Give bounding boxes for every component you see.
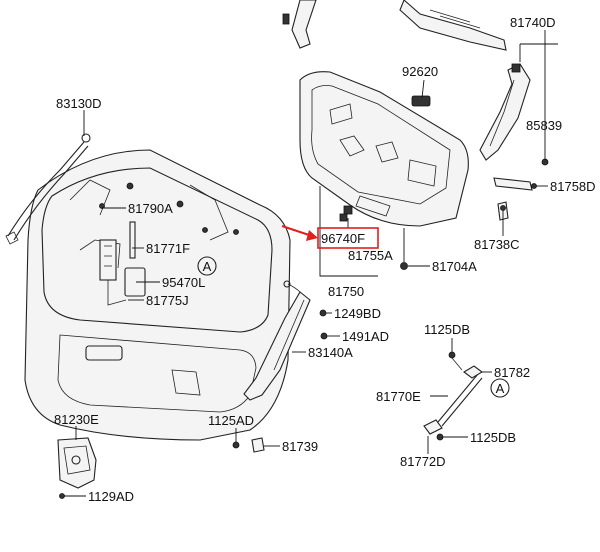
label-81750: 81750 xyxy=(328,284,364,299)
latch-mechanism xyxy=(99,221,146,306)
leader-lines xyxy=(64,30,558,497)
label-1125AD: 1125AD xyxy=(208,413,254,428)
label-81772D: 81772D xyxy=(400,454,446,469)
label-1125DB-bottom: 1125DB xyxy=(470,430,516,445)
tailgate-panel xyxy=(24,149,291,441)
reference-marker-a-1: A xyxy=(197,256,217,276)
gas-strut-81770E xyxy=(423,351,483,441)
label-81771F: 81771F xyxy=(146,241,190,256)
label-1125DB-top: 1125DB xyxy=(424,322,470,337)
label-81790A: 81790A xyxy=(128,201,173,216)
inner-trim-panel-81750 xyxy=(299,71,469,227)
label-1491AD: 1491AD xyxy=(342,329,389,344)
label-83140A: 83140A xyxy=(308,345,353,360)
label-96740F: 96740F xyxy=(321,231,365,246)
fasteners-1249BD-1491AD xyxy=(319,309,328,340)
label-81740D: 81740D xyxy=(510,15,556,30)
part-labels: 83130D 81740D 92620 85839 81758D 81790A … xyxy=(54,15,596,504)
label-81758D: 81758D xyxy=(550,179,596,194)
handle-81758D xyxy=(493,177,537,191)
label-1249BD: 1249BD xyxy=(334,306,381,321)
label-81230E: 81230E xyxy=(54,412,99,427)
label-81755A: 81755A xyxy=(348,248,393,263)
clip-81704A xyxy=(339,213,408,270)
pillar-trim-81740D xyxy=(479,63,549,166)
reference-a-label-1: A xyxy=(203,259,212,274)
label-85839: 85839 xyxy=(526,118,562,133)
reference-a-label-2: A xyxy=(496,381,505,396)
label-81782: 81782 xyxy=(494,365,530,380)
label-81738C: 81738C xyxy=(474,237,520,252)
label-83130D: 83130D xyxy=(56,96,102,111)
label-1129AD: 1129AD xyxy=(88,489,134,504)
side-garnish-83140A xyxy=(243,280,311,401)
latch-assembly-81230E xyxy=(57,437,97,499)
label-95470L: 95470L xyxy=(162,275,205,290)
highlight-indicator xyxy=(281,225,379,249)
bottom-fasteners xyxy=(232,437,265,453)
weather-strip-83130D xyxy=(5,133,91,245)
highlight-box-96740F xyxy=(317,227,379,249)
reference-marker-a-2: A xyxy=(490,378,510,398)
label-81704A: 81704A xyxy=(432,259,477,274)
label-81775J: 81775J xyxy=(146,293,189,308)
label-81739: 81739 xyxy=(282,439,318,454)
label-81770E: 81770E xyxy=(376,389,421,404)
label-92620: 92620 xyxy=(402,64,438,79)
upper-trim-strip xyxy=(282,0,507,51)
